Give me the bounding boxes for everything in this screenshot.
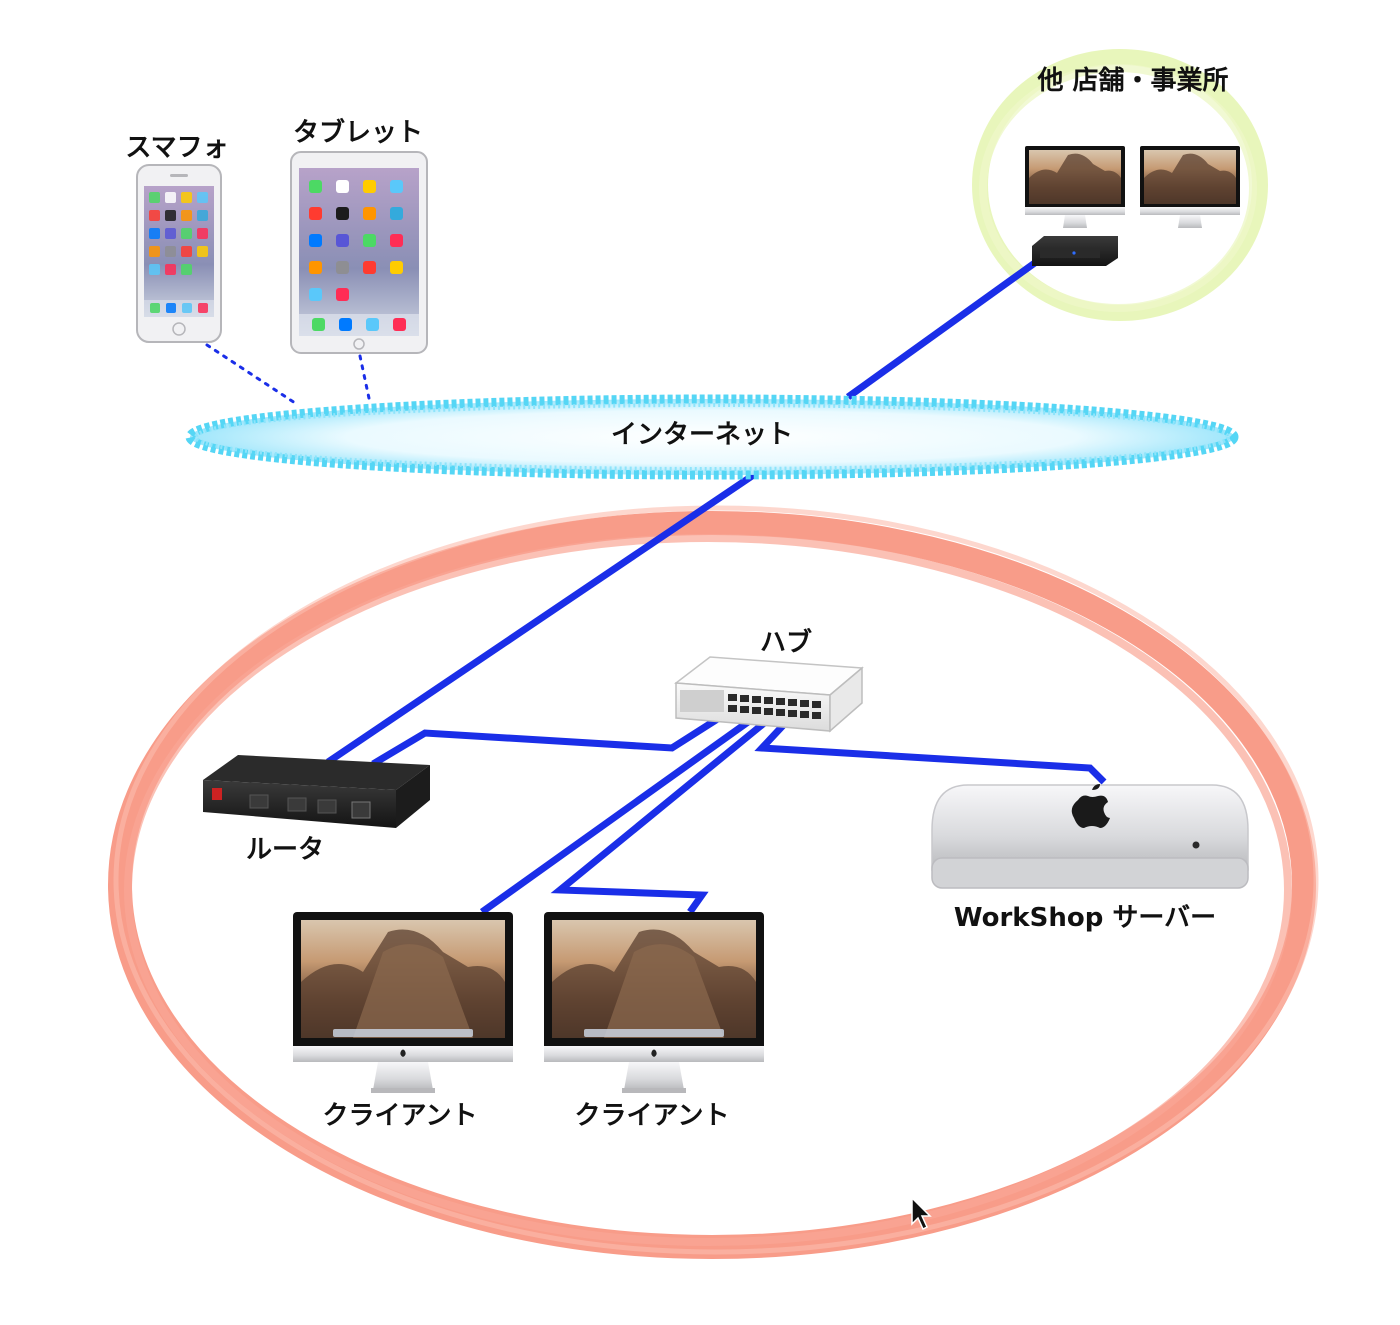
tablet-label: タブレット — [293, 117, 423, 148]
internet-cloud: インターネット — [185, 394, 1239, 480]
hub-ports — [728, 694, 821, 719]
client-1: クライアント — [293, 912, 513, 1131]
remote-site-boundary — [972, 49, 1268, 321]
tablet-app-icon-grid — [299, 180, 419, 336]
link-hub-client-1 — [479, 709, 765, 915]
smartphone-label: スマフォ — [125, 133, 228, 163]
apple-logo-icon — [1071, 784, 1110, 828]
link-internet-remote — [845, 249, 1053, 400]
client-2: クライアント — [544, 912, 764, 1131]
router-label: ルータ — [246, 835, 324, 865]
smartphone-device: スマフォ — [125, 133, 229, 343]
remote-imac-2 — [1140, 146, 1240, 228]
client-2-imac — [544, 912, 764, 1093]
client-1-label: クライアント — [323, 1101, 478, 1131]
local-network-boundary — [108, 505, 1319, 1259]
client-1-imac — [293, 912, 513, 1093]
hub-label: ハブ — [760, 627, 812, 658]
remote-site: 他 店舗・事業所 — [1025, 66, 1240, 266]
remote-imac-1 — [1025, 146, 1125, 228]
router-device: ルータ — [203, 755, 430, 865]
server-label: WorkShop サーバー — [954, 903, 1216, 933]
internet-label: インターネット — [611, 420, 793, 450]
link-router-hub — [371, 703, 740, 768]
wireless-links — [205, 343, 372, 405]
mouse-pointer-icon — [911, 1196, 932, 1231]
tablet-device: タブレット — [290, 117, 428, 354]
link-hub-server — [754, 715, 1107, 785]
wired-links — [326, 249, 1107, 915]
server-device: WorkShop サーバー — [931, 784, 1249, 933]
hub-device: ハブ — [673, 627, 864, 733]
app-icon-grid — [144, 192, 214, 317]
client-2-label: クライアント — [575, 1101, 730, 1131]
link-hub-client-2 — [550, 712, 777, 915]
remote-site-label: 他 店舗・事業所 — [1036, 66, 1228, 96]
remote-router — [1032, 236, 1118, 266]
link-internet-router — [326, 471, 757, 765]
